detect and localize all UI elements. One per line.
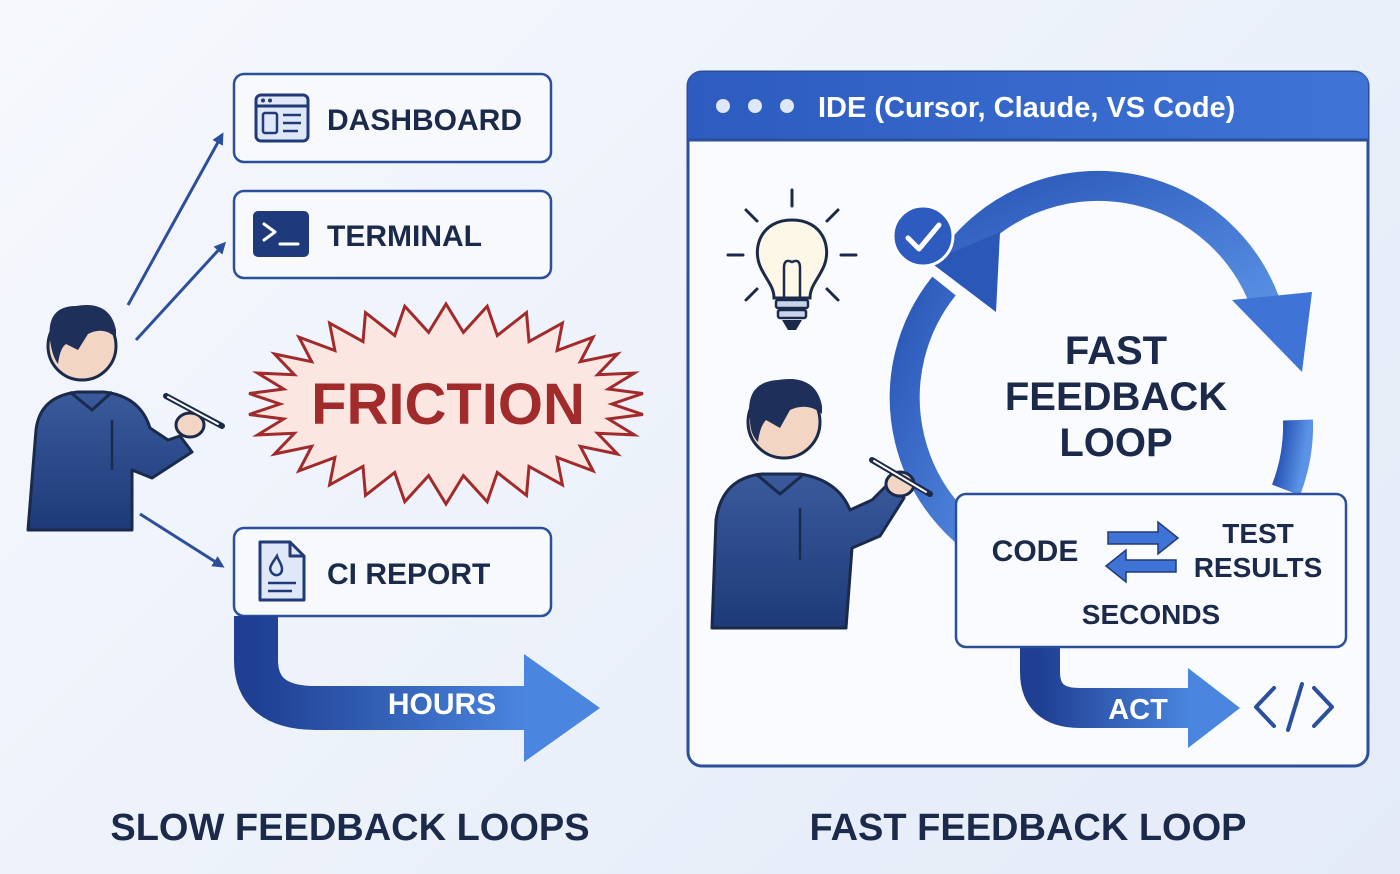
hours-label: HOURS bbox=[388, 688, 496, 721]
code-test-panel: CODE TEST RESULTS SECONDS bbox=[954, 492, 1348, 649]
checkmark-icon bbox=[891, 204, 955, 268]
ci-report-card: CI REPORT bbox=[232, 526, 553, 618]
terminal-label: TERMINAL bbox=[327, 220, 482, 253]
feedback-loop-ring: FAST FEEDBACK LOOP bbox=[889, 170, 1314, 574]
ci-report-label: CI REPORT bbox=[327, 558, 490, 591]
window-dot-3 bbox=[780, 99, 794, 113]
test-results-line2: RESULTS bbox=[1194, 552, 1323, 583]
terminal-prompt-icon bbox=[253, 211, 309, 257]
code-brackets-icon bbox=[1254, 682, 1334, 732]
loop-title-line1: FAST bbox=[1065, 329, 1167, 373]
loop-title-line3: LOOP bbox=[1059, 421, 1172, 465]
ide-window-title: IDE (Cursor, Claude, VS Code) bbox=[818, 92, 1235, 124]
window-dot-1 bbox=[716, 99, 730, 113]
document-report-icon bbox=[258, 540, 306, 602]
friction-label: FRICTION bbox=[311, 372, 585, 437]
seconds-label: SECONDS bbox=[1082, 599, 1220, 630]
test-results-line1: TEST bbox=[1222, 518, 1294, 549]
arrow-to-dashboard bbox=[126, 132, 224, 306]
act-flow-arrow: ACT bbox=[1020, 640, 1240, 748]
code-label: CODE bbox=[992, 535, 1079, 568]
fast-caption: FAST FEEDBACK LOOP bbox=[809, 807, 1246, 849]
dashboard-window-icon bbox=[254, 93, 310, 143]
arrow-to-terminal bbox=[134, 241, 227, 342]
swap-arrows-icon bbox=[1104, 520, 1180, 584]
lightbulb-icon bbox=[726, 188, 858, 330]
dashboard-label: DASHBOARD bbox=[327, 104, 522, 137]
developer-figure-right bbox=[710, 379, 933, 630]
act-label: ACT bbox=[1108, 694, 1168, 726]
friction-burst: FRICTION bbox=[248, 301, 644, 507]
hours-flow-arrow: HOURS bbox=[234, 616, 600, 762]
terminal-card: TERMINAL bbox=[232, 189, 553, 280]
slow-caption: SLOW FEEDBACK LOOPS bbox=[110, 807, 589, 849]
arrow-to-ci-report bbox=[139, 512, 225, 568]
loop-title-line2: FEEDBACK bbox=[1005, 375, 1227, 419]
developer-figure-left bbox=[26, 305, 225, 532]
fast-feedback-section: IDE (Cursor, Claude, VS Code) bbox=[686, 70, 1370, 849]
window-dot-2 bbox=[748, 99, 762, 113]
dashboard-card: DASHBOARD bbox=[232, 72, 553, 164]
slow-feedback-section: DASHBOARD TERMINAL FRICTION bbox=[26, 72, 644, 849]
